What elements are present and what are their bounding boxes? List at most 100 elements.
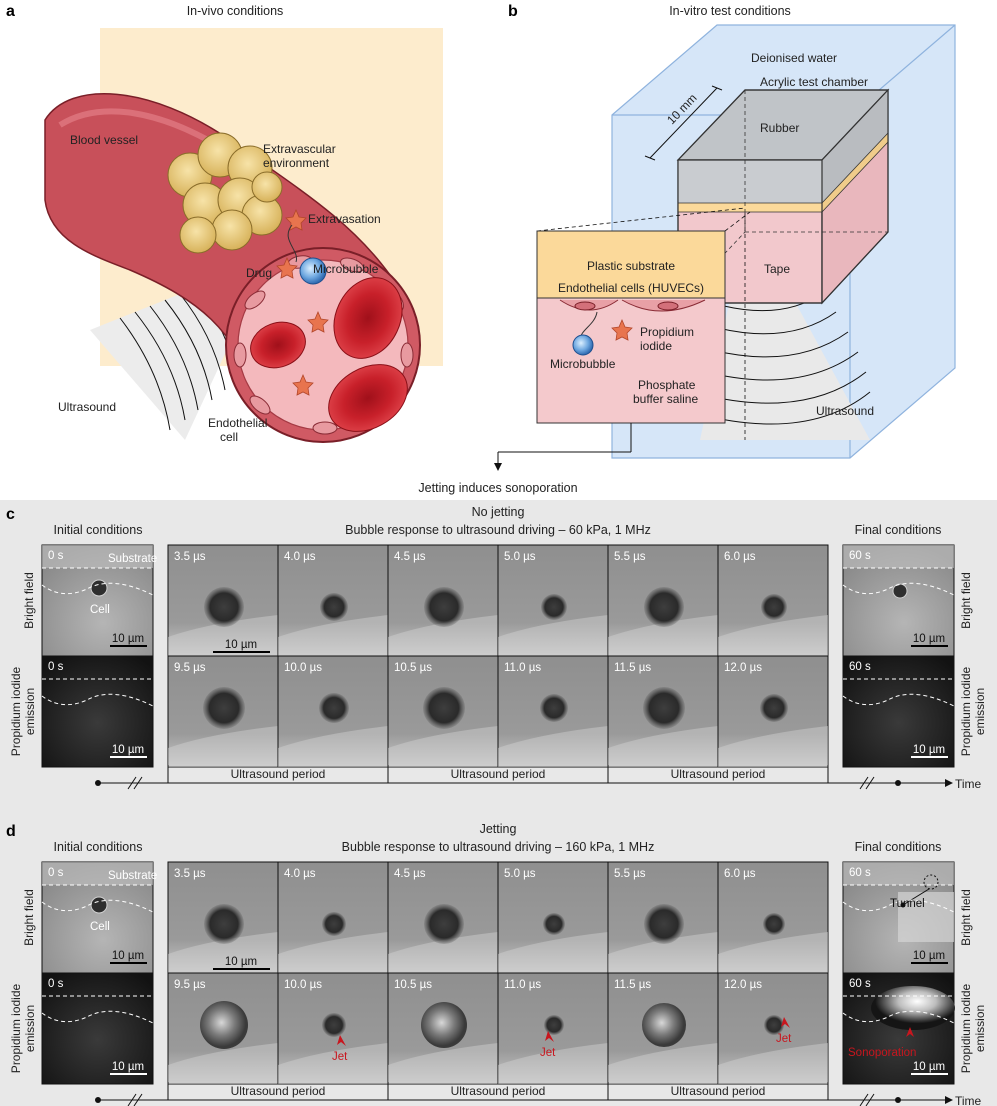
frame-time: 60 s — [849, 550, 871, 562]
bubble — [424, 587, 464, 627]
red-blood-cells — [250, 277, 408, 432]
panel-c-row-pi2-right: emission — [973, 688, 987, 735]
label-rubber: Rubber — [760, 121, 799, 135]
frame-time: 10.0 µs — [284, 662, 322, 674]
panel-c-seq-bottom-1: 10.0 µs — [277, 655, 389, 768]
bubble — [764, 1015, 784, 1035]
label-substrate: Substrate — [108, 870, 157, 882]
frame-time: 60 s — [849, 978, 871, 990]
panel-c-row-pi2-left: emission — [23, 688, 37, 735]
bubble — [421, 1002, 467, 1048]
panel-d-letter: d — [6, 823, 16, 840]
panel-d-row-pi1-left: Propidium iodide — [9, 983, 23, 1073]
panel-c-letter: c — [6, 506, 15, 523]
bubble — [541, 594, 567, 620]
frame-time: 10.5 µs — [394, 662, 432, 674]
panel-c-final-bf-frame: 60 s10 µm — [842, 544, 955, 657]
frame-time: 5.0 µs — [504, 551, 536, 563]
bubble — [204, 587, 244, 627]
microbubble-a — [299, 257, 327, 285]
panel-c-row-bf-left: Bright field — [22, 572, 36, 629]
panel-c-seq-bottom-2: 10.5 µs — [387, 655, 499, 768]
bubble — [423, 687, 465, 729]
panel-d-seq-top-3: 5.0 µs — [497, 861, 609, 974]
scale-bar-label: 10 µm — [112, 633, 144, 645]
ultrasound-period-label: Ultrasound period — [671, 1084, 766, 1098]
panel-d-seq-bottom-0: 9.5 µs — [167, 972, 279, 1085]
panel-b: b In-vitro test conditions — [418, 3, 956, 495]
label-cell: Cell — [90, 921, 110, 933]
frame-time: 6.0 µs — [724, 551, 756, 563]
scale-bar-label: 10 µm — [225, 639, 257, 651]
frame-time: 0 s — [48, 661, 64, 673]
panel-d-row-bf-left: Bright field — [22, 889, 36, 946]
panel-d-row-pi2-right: emission — [973, 1005, 987, 1052]
frame-time: 6.0 µs — [724, 868, 756, 880]
label-extravasation: Extravasation — [308, 212, 381, 226]
label-tape: Tape — [764, 262, 790, 276]
label-jet: Jet — [540, 1047, 556, 1059]
frame-time: 11.5 µs — [614, 662, 651, 674]
panel-d-row-pi2-left: emission — [23, 1005, 37, 1052]
frame-time: 0 s — [48, 550, 64, 562]
bubble — [642, 1003, 686, 1047]
panel-a-letter: a — [6, 3, 15, 20]
label-extravascular-2: environment — [263, 156, 330, 170]
scale-bar-label: 10 µm — [112, 1061, 144, 1073]
bubble — [543, 913, 565, 935]
bubble — [322, 1013, 346, 1037]
bubble — [424, 904, 464, 944]
label-pbs-2: buffer saline — [633, 392, 698, 406]
panel-c-seq-bottom-4: 11.5 µs — [607, 655, 719, 768]
bubble — [760, 694, 788, 722]
frame-time: 11.5 µs — [614, 979, 651, 991]
bubble — [322, 912, 346, 936]
panel-d-initial-pi-frame: 0 s10 µm — [41, 972, 154, 1085]
label-tunnel: Tunnel — [890, 898, 925, 910]
label-propidium-2: iodide — [640, 339, 672, 353]
frame-time: 12.0 µs — [724, 662, 762, 674]
panel-c-seq-top-3: 5.0 µs — [497, 544, 609, 657]
drug-stars — [276, 208, 329, 396]
panel-c-seq-top-5: 6.0 µs — [717, 544, 829, 657]
panel-d-heading: Jetting — [480, 822, 517, 836]
bubble — [540, 694, 568, 722]
panel-c-initial-title: Initial conditions — [54, 523, 143, 537]
label-acrylic: Acrylic test chamber — [760, 75, 868, 89]
panel-c-row-bf-right: Bright field — [959, 572, 973, 629]
panel-d-row-bf-right: Bright field — [959, 889, 973, 946]
frame-time: 0 s — [48, 867, 64, 879]
panel-a: a In-vivo conditions — [6, 3, 443, 444]
ultrasound-period-label: Ultrasound period — [451, 767, 546, 781]
frame-time: 10.5 µs — [394, 979, 432, 991]
panel-c-final-pi-frame: 60 s10 µm — [842, 655, 955, 768]
panel-c-row-pi1-left: Propidium iodide — [9, 666, 23, 756]
panel-d-seq-bottom-4: 11.5 µs — [607, 972, 719, 1085]
frame-time: 12.0 µs — [724, 979, 762, 991]
frame-time: 4.5 µs — [394, 868, 426, 880]
jet-arrow-icon — [781, 1017, 790, 1028]
panel-d-row-pi1-right: Propidium iodide — [959, 983, 973, 1073]
frame-time: 4.0 µs — [284, 868, 316, 880]
bubble — [200, 1001, 248, 1049]
panel-a-title: In-vivo conditions — [187, 4, 284, 18]
bubble — [544, 1015, 564, 1035]
ultrasound-period-label: Ultrasound period — [231, 1084, 326, 1098]
label-blood-vessel: Blood vessel — [70, 133, 138, 147]
ultrasound-period-label: Ultrasound period — [671, 767, 766, 781]
panel-c-row-pi1-right: Propidium iodide — [959, 666, 973, 756]
bubble — [203, 687, 245, 729]
bubble — [644, 587, 684, 627]
jet-arrow-icon — [337, 1035, 346, 1046]
label-ultrasound-b: Ultrasound — [816, 404, 874, 418]
bubble — [204, 904, 244, 944]
ultrasound-period-label: Ultrasound period — [231, 767, 326, 781]
panel-c-seq-bottom-5: 12.0 µs — [717, 655, 829, 768]
